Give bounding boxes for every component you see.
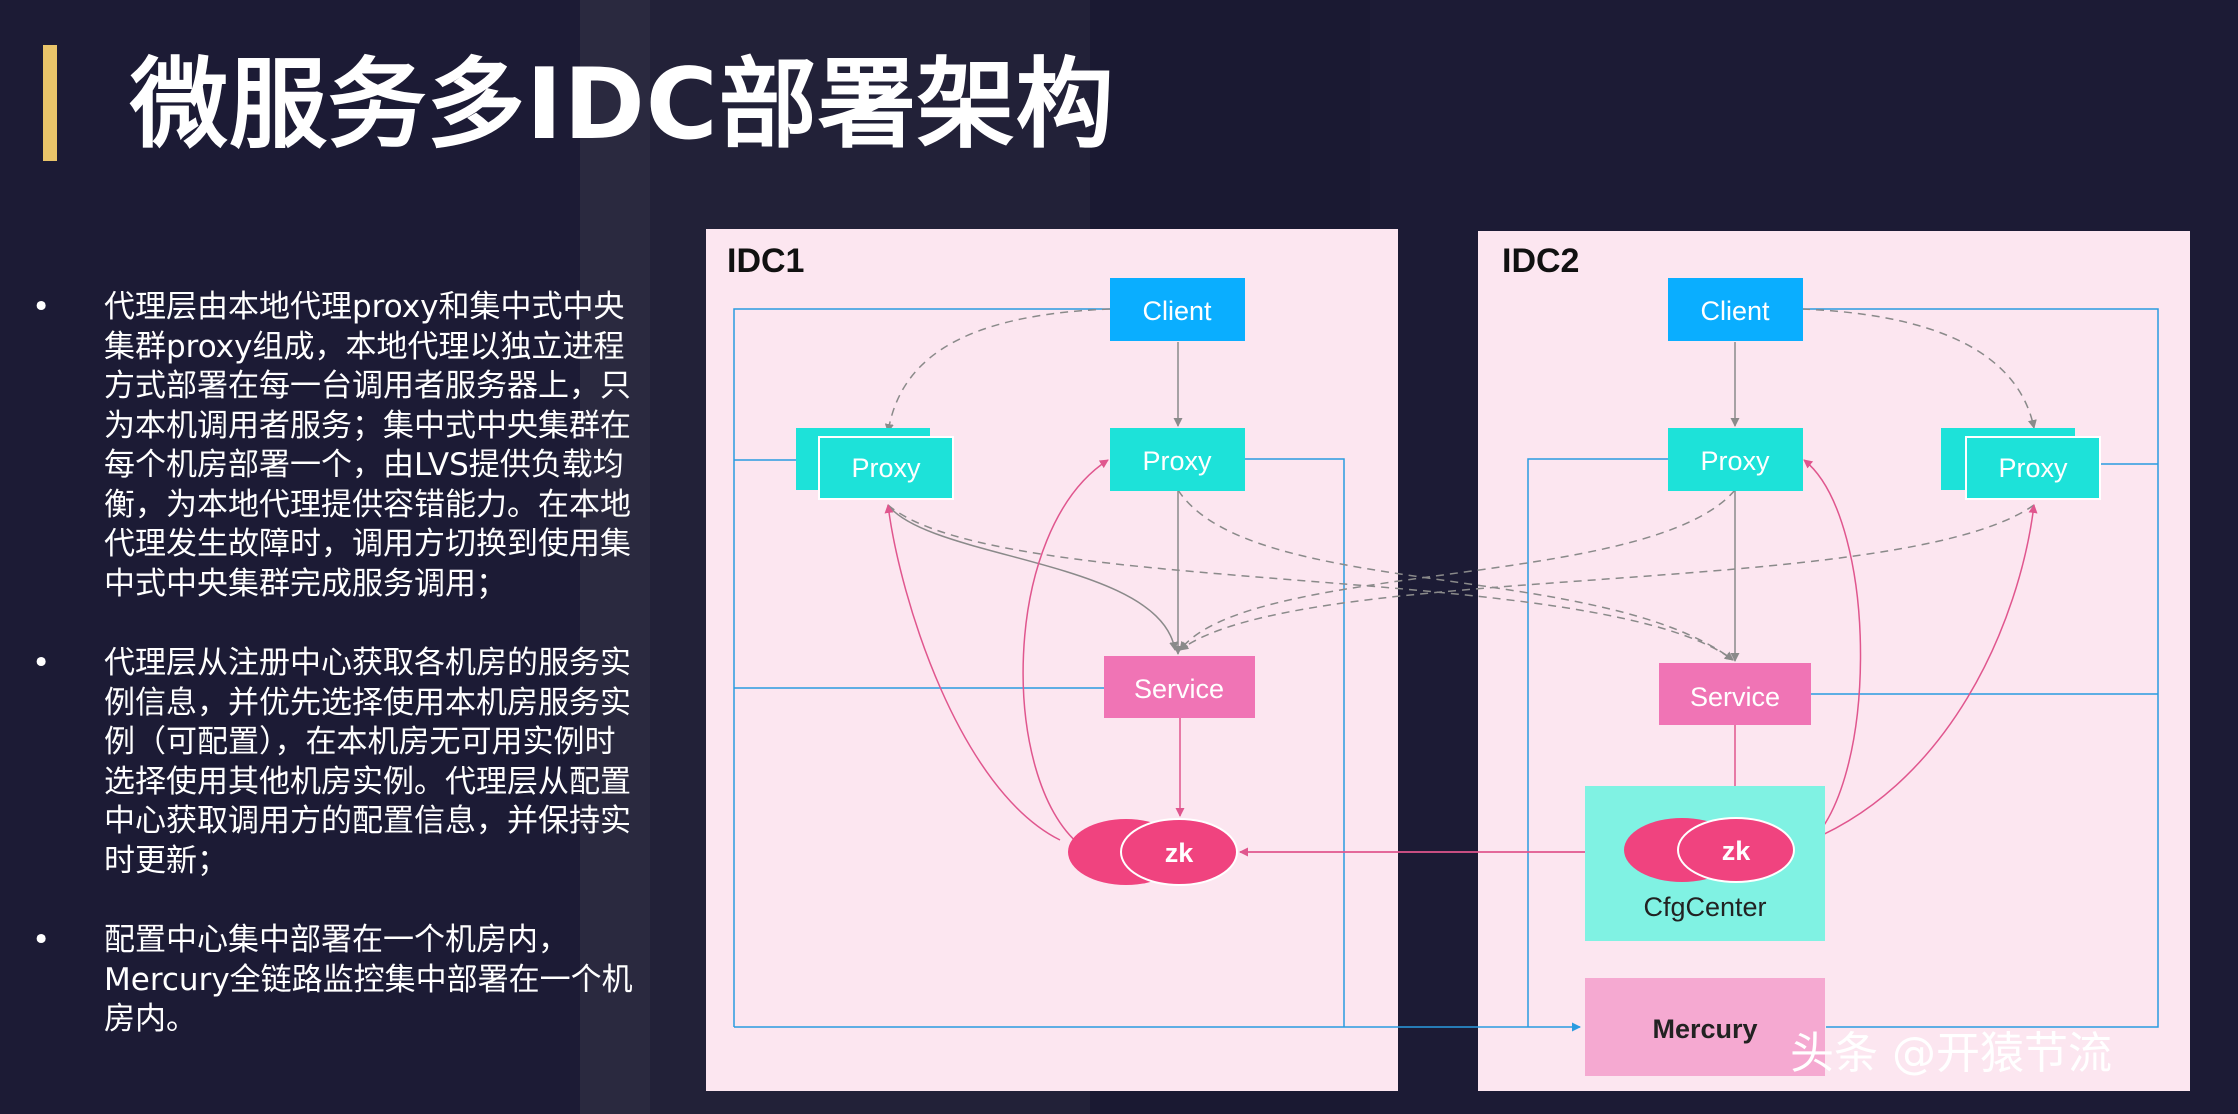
bullet-line: 代理层由本地代理proxy和集中式中央 (104, 289, 625, 325)
idc2-client-node (1668, 278, 1803, 341)
idc2-local-proxy-node (1965, 436, 2101, 500)
watermark-text: 头条 @开猿节流 (1790, 1028, 2112, 1079)
idc2-title: IDC2 (1502, 242, 1579, 280)
idc1-local-proxy-node (818, 436, 954, 500)
solid-call-arrows (887, 342, 1740, 662)
monitoring-connectors (733, 308, 2159, 1032)
idc2-mercury-label: Mercury (1652, 1014, 1757, 1044)
idc1-service-node (1104, 656, 1255, 718)
idc1-client-node (1110, 278, 1245, 341)
bullet-line: 中式中央集群完成服务调用； (104, 565, 507, 602)
idc1-client-label: Client (1142, 296, 1212, 326)
bullet-item: • 代理层从注册中心获取各机房的服务实 例信息，并优先选择使用本机房服务实 例（… (30, 644, 690, 881)
idc1-local-proxy-label: Proxy (851, 453, 921, 483)
bullet-line: 中心获取调用方的配置信息，并保持实 (104, 803, 631, 839)
idc2-panel (1478, 231, 2190, 1091)
bullet-line: 代理层从注册中心获取各机房的服务实 (104, 645, 631, 681)
bullet-item: • 代理层由本地代理proxy和集中式中央 集群proxy组成，本地代理以独立进… (30, 288, 690, 604)
idc1-service-label: Service (1134, 674, 1224, 704)
idc1-title: IDC1 (727, 242, 804, 280)
bullet-line: 房内。 (104, 1001, 197, 1037)
background-band-left (580, 0, 650, 1114)
bullet-line: 选择使用其他机房实例。代理层从配置 (104, 763, 631, 800)
idc2-zk-label: zk (1722, 836, 1752, 866)
idc1-zk-label: zk (1165, 838, 1195, 868)
bullet-line: 例信息，并优先选择使用本机房服务实 (104, 684, 631, 721)
bullet-line: 配置中心集中部署在一个机房内， (104, 922, 569, 958)
bullet-line: 集群proxy组成，本地代理以独立进程 (104, 328, 625, 365)
idc2-mercury-node (1585, 978, 1825, 1076)
bullet-line: 为本机调用者服务；集中式中央集群在 (104, 407, 631, 444)
idc1-central-proxy-label: Proxy (1142, 446, 1212, 476)
idc2-service-label: Service (1690, 682, 1780, 712)
slide-title: 微服务多IDC部署架构 (130, 48, 1115, 162)
bullet-line: 方式部署在每一台调用者服务器上，只 (104, 368, 631, 404)
bullet-marker: • (32, 645, 51, 681)
dashed-call-arrows (884, 308, 2037, 661)
idc1-central-proxy-node (1110, 428, 1245, 491)
idc1-zk-node (1120, 818, 1238, 886)
bullet-item: • 配置中心集中部署在一个机房内， Mercury全链路监控集中部署在一个机 房… (30, 921, 690, 1040)
idc2-zk-node (1677, 817, 1795, 883)
idc2-central-proxy-node (1668, 428, 1803, 491)
bullet-marker: • (32, 289, 51, 325)
idc2-cfgcenter-label: CfgCenter (1643, 892, 1766, 922)
idc2-service-node (1659, 663, 1811, 725)
bullet-line: 例（可配置），在本机房无可用实例时 (104, 724, 616, 760)
idc2-client-label: Client (1700, 296, 1770, 326)
bullet-line: 代理发生故障时，调用方切换到使用集 (104, 526, 631, 562)
bullet-marker: • (32, 922, 51, 958)
registry-connectors (884, 459, 2038, 857)
idc2-central-proxy-label: Proxy (1700, 446, 1770, 476)
bullet-list: • 代理层由本地代理proxy和集中式中央 集群proxy组成，本地代理以独立进… (30, 288, 690, 1080)
bullet-line: 衡，为本地代理提供容错能力。在本地 (104, 486, 631, 523)
bullet-line: Mercury全链路监控集中部署在一个机 (104, 961, 633, 998)
idc2-local-proxy-label: Proxy (1998, 453, 2068, 483)
bullet-line: 时更新； (104, 842, 228, 879)
title-accent-bar (43, 45, 57, 161)
idc1-panel (706, 229, 1398, 1091)
bullet-line: 每个机房部署一个，由LVS提供负载均 (104, 447, 624, 483)
